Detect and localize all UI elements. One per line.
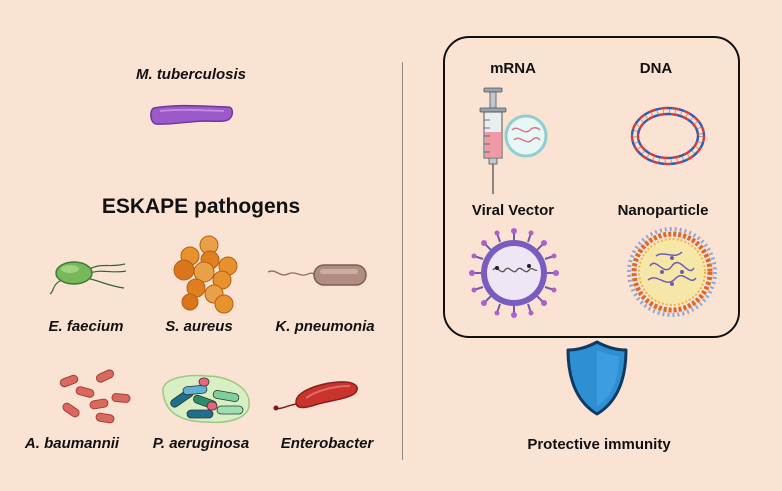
label-s-aureus: S. aureus bbox=[165, 318, 233, 335]
label-a-baumannii: A. baumannii bbox=[24, 435, 120, 452]
label-protective-immunity: Protective immunity bbox=[527, 436, 671, 453]
enterobacter-icon bbox=[273, 381, 358, 411]
vaccine-platforms-box bbox=[443, 36, 740, 338]
panel-divider bbox=[402, 62, 403, 460]
label-p-aeruginosa: P. aeruginosa bbox=[152, 435, 250, 452]
k-pneumonia-icon bbox=[267, 264, 367, 286]
mrna-syringe-icon bbox=[479, 87, 548, 194]
viral-vector-icon bbox=[469, 228, 559, 318]
label-viral-vector: Viral Vector bbox=[471, 202, 555, 219]
p-aeruginosa-icon bbox=[162, 374, 250, 424]
m-tuberculosis-icon bbox=[150, 104, 234, 125]
eskape-heading: ESKAPE pathogens bbox=[101, 195, 301, 218]
dna-plasmid-icon bbox=[630, 106, 706, 166]
label-nanoparticle: Nanoparticle bbox=[617, 202, 709, 219]
label-enterobacter: Enterobacter bbox=[280, 435, 374, 452]
a-baumannii-icon bbox=[59, 369, 131, 424]
label-k-pneumonia: K. pneumonia bbox=[275, 318, 375, 335]
label-e-faecium: E. faecium bbox=[48, 318, 124, 335]
label-dna: DNA bbox=[639, 60, 673, 77]
nanoparticle-icon bbox=[627, 227, 717, 317]
s-aureus-icon bbox=[173, 235, 238, 314]
label-m-tuberculosis: M. tuberculosis bbox=[135, 66, 247, 83]
e-faecium-icon bbox=[49, 261, 127, 295]
label-mrna: mRNA bbox=[490, 60, 536, 77]
shield-icon bbox=[566, 340, 628, 416]
